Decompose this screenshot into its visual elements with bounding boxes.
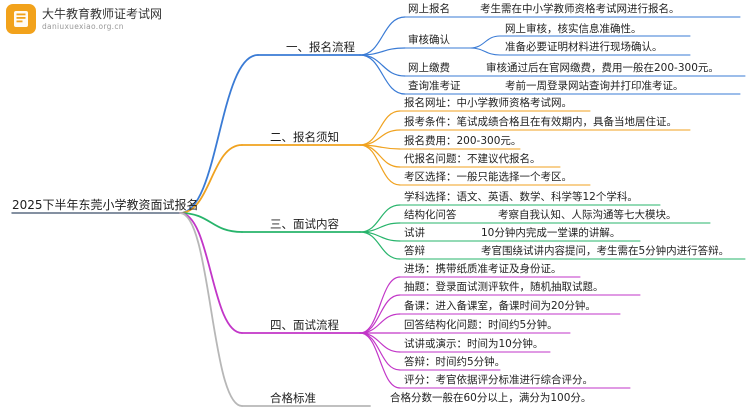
content-subjects: 学科选择：语文、英语、数学、科学等12个学科。 <box>404 191 638 203</box>
content-structured-qa: 结构化问答 <box>404 209 457 221</box>
section-interview-content: 三、面试内容 <box>270 217 339 231</box>
s1-item2-branch-b <box>469 47 501 56</box>
item-review-confirm: 审核确认 <box>408 34 450 46</box>
s4-link-2 <box>359 294 401 334</box>
item-online-payment: 网上缴费 <box>408 62 450 74</box>
process-prepare: 备课：进入备课室，备课时间为20分钟。 <box>404 300 596 312</box>
root-node: 2025下半年东莞小学教资面试报名 <box>12 198 199 212</box>
note-exam-area: 考区选择：一般只能选择一个考区。 <box>404 171 572 183</box>
item-online-registration: 网上报名 <box>408 3 450 15</box>
s1-link-4 <box>359 54 406 95</box>
note-conditions: 报考条件：笔试成绩合格且在有效期内，具备当地居住证。 <box>404 116 677 128</box>
note-fee: 报名费用：200-300元。 <box>404 135 522 147</box>
process-scoring: 评分：考官依据评分标准进行综合评分。 <box>404 374 593 386</box>
s4-link-7 <box>359 332 401 389</box>
process-entry: 进场：携带纸质准考证及身份证。 <box>404 263 562 275</box>
item-admission-ticket: 查询准考证 <box>408 80 461 92</box>
s2-link-5 <box>359 144 401 186</box>
desc-review-confirm-2: 准备必要证明材料进行现场确认。 <box>505 41 663 53</box>
section-pass-standard: 合格标准 <box>270 391 316 405</box>
root-link-1 <box>179 54 259 214</box>
pass-standard-text: 合格分数一般在60分以上，满分为100分。 <box>390 392 592 404</box>
note-site: 报名网址：中小学教师资格考试网。 <box>404 97 572 109</box>
s4-link-3 <box>359 313 401 334</box>
content-defense: 答辩 <box>404 245 425 257</box>
s2-link-1 <box>359 110 401 146</box>
desc-trial-lecture: 10分钟内完成一堂课的讲解。 <box>481 227 621 239</box>
note-proxy: 代报名问题：不建议代报名。 <box>404 153 541 165</box>
desc-structured-qa: 考察自我认知、人际沟通等七大模块。 <box>498 209 677 221</box>
brand-url: daniuxuexiao.org.cn <box>42 22 124 31</box>
s1-item2-branch-a <box>469 35 501 49</box>
s4-link-1 <box>359 276 401 334</box>
root-link-4 <box>179 212 243 334</box>
desc-online-payment: 审核通过后在官网缴费，费用一般在200-300元。 <box>486 62 719 74</box>
content-trial-lecture: 试讲 <box>404 227 425 239</box>
desc-review-confirm-1: 网上审核，核实信息准确性。 <box>505 23 642 35</box>
section-interview-process: 四、面试流程 <box>270 318 339 332</box>
root-link-5 <box>179 212 243 407</box>
process-structured: 回答结构化问题：时间约5分钟。 <box>404 319 558 331</box>
process-draw: 抽题：登录面试测评软件，随机抽取试题。 <box>404 281 604 293</box>
book-logo-icon <box>6 4 36 34</box>
brand-name: 大牛教育教师证考试网 <box>42 7 163 21</box>
s1-link-3 <box>359 54 406 77</box>
s1-link-1 <box>359 16 406 56</box>
desc-defense: 考官围绕试讲内容提问，考生需在5分钟内进行答辩。 <box>481 245 730 257</box>
root-link-2 <box>179 144 243 214</box>
s4-link-5 <box>359 332 401 353</box>
process-defense: 答辩：时间约5分钟。 <box>404 356 506 368</box>
process-lecture: 试讲或演示：时间为10分钟。 <box>404 338 544 350</box>
section-registration-notes: 二、报名须知 <box>270 130 339 144</box>
desc-admission-ticket: 考前一周登录网站查询并打印准考证。 <box>505 80 684 92</box>
root-link-3 <box>179 212 243 233</box>
s2-link-2 <box>359 129 401 146</box>
s3-link-4 <box>359 231 401 260</box>
desc-online-registration: 考生需在中小学教师资格考试网进行报名。 <box>480 3 680 15</box>
section-registration-process: 一、报名流程 <box>286 40 355 54</box>
